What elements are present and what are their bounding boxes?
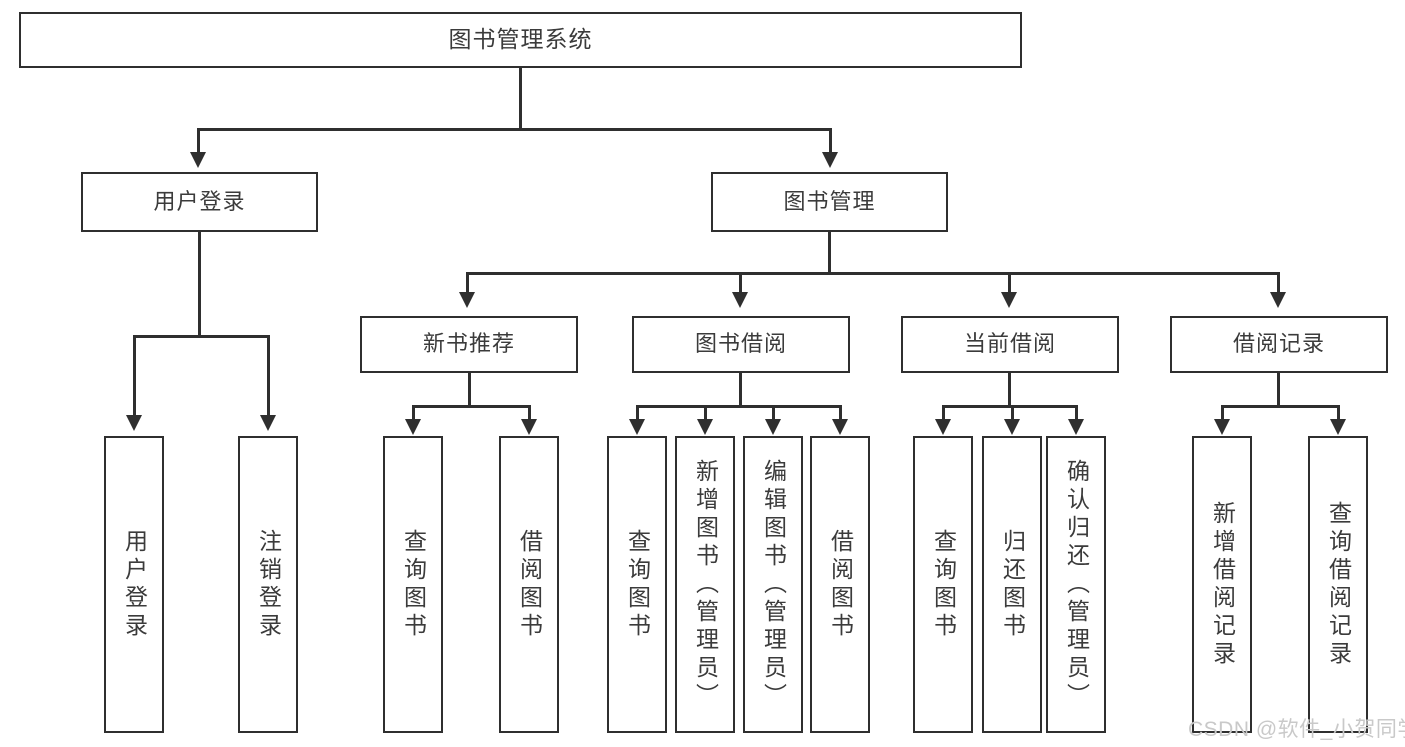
arrowhead-lvl2-2 [732,292,748,308]
connector-new-book-stem [468,373,471,408]
watermark-text: CSDN @软件_小贺同学 [1188,718,1405,741]
leaf-borrow-record-query-record[interactable]: 查询借阅记录 [1308,436,1368,733]
connector-root-to-book-mgmt [829,128,832,154]
connector-current-borrow-child-2 [1011,405,1014,421]
leaf-label: 确认归还（管理员） [1063,458,1090,711]
connector-new-book-bus [412,405,531,408]
connector-root-to-user-login [197,128,200,154]
connector-borrow-record-bus [1221,405,1340,408]
arrowhead-leaf-user-login-2 [260,415,276,431]
node-root-system[interactable]: 图书管理系统 [19,12,1022,68]
connector-current-borrow-child-3 [1075,405,1078,421]
connector-book-mgmt-to-lvl2-2 [739,272,742,294]
leaf-label: 查询图书 [930,528,957,641]
connector-book-mgmt-bus [466,272,1278,275]
leaf-new-book-query-book[interactable]: 查询图书 [383,436,443,733]
leaf-label: 查询借阅记录 [1325,500,1352,669]
arrowhead-lvl2-1 [459,292,475,308]
arrowhead-leaf-user-login-1 [126,415,142,431]
arrowhead-leaf-borrow-record-2 [1330,419,1346,435]
leaf-borrow-record-add-record[interactable]: 新增借阅记录 [1192,436,1252,733]
arrowhead-leaf-current-borrow-1 [935,419,951,435]
arrowhead-leaf-new-book-1 [405,419,421,435]
arrowhead-lvl2-4 [1270,292,1286,308]
connector-book-mgmt-to-lvl2-4 [1277,272,1280,294]
node-label: 图书管理系统 [448,26,593,53]
connector-root-stem [519,68,522,130]
node-label: 图书管理 [783,188,876,214]
connector-book-borrow-child-1 [636,405,639,421]
connector-borrow-record-child-1 [1221,405,1224,421]
arrowhead-leaf-book-borrow-1 [629,419,645,435]
arrowhead-book-mgmt [822,152,838,168]
leaf-current-borrow-query-book[interactable]: 查询图书 [913,436,973,733]
leaf-label: 新增借阅记录 [1209,500,1236,669]
arrowhead-lvl2-3 [1001,292,1017,308]
connector-book-borrow-stem [739,373,742,408]
arrowhead-leaf-book-borrow-4 [832,419,848,435]
arrowhead-leaf-borrow-record-1 [1214,419,1230,435]
connector-user-login-child-1 [133,335,136,417]
leaf-current-borrow-return-book[interactable]: 归还图书 [982,436,1042,733]
leaf-label: 归还图书 [999,528,1026,641]
arrowhead-leaf-new-book-2 [521,419,537,435]
node-label: 当前借阅 [963,331,1056,357]
connector-book-borrow-child-2 [704,405,707,421]
leaf-new-book-borrow-book[interactable]: 借阅图书 [499,436,559,733]
node-borrow-record[interactable]: 借阅记录 [1170,316,1388,373]
leaf-label: 编辑图书（管理员） [760,458,787,711]
leaf-label: 注销登录 [255,528,282,641]
leaf-book-borrow-query-book[interactable]: 查询图书 [607,436,667,733]
node-label: 借阅记录 [1232,331,1325,357]
node-label: 用户登录 [153,188,246,214]
connector-root-bus [197,128,832,131]
arrowhead-leaf-book-borrow-2 [697,419,713,435]
connector-user-login-bus [133,335,270,338]
leaf-label: 用户登录 [121,528,148,641]
arrowhead-leaf-book-borrow-3 [765,419,781,435]
arrowhead-leaf-current-borrow-2 [1004,419,1020,435]
leaf-current-borrow-confirm-return[interactable]: 确认归还（管理员） [1046,436,1106,733]
node-new-book-recommend[interactable]: 新书推荐 [360,316,578,373]
connector-current-borrow-bus [942,405,1078,408]
leaf-book-borrow-add-book[interactable]: 新增图书（管理员） [675,436,735,733]
leaf-label: 借阅图书 [516,528,543,641]
connector-new-book-child-1 [412,405,415,421]
connector-book-borrow-child-4 [839,405,842,421]
connector-book-mgmt-to-lvl2-1 [466,272,469,294]
leaf-label: 查询图书 [624,528,651,641]
arrowhead-leaf-current-borrow-3 [1068,419,1084,435]
connector-new-book-child-2 [528,405,531,421]
node-label: 图书借阅 [694,331,787,357]
node-label: 新书推荐 [422,331,515,357]
connector-book-borrow-bus [636,405,842,408]
leaf-book-borrow-edit-book[interactable]: 编辑图书（管理员） [743,436,803,733]
connector-current-borrow-stem [1008,373,1011,408]
connector-current-borrow-child-1 [942,405,945,421]
connector-borrow-record-stem [1277,373,1280,408]
connector-book-mgmt-to-lvl2-3 [1008,272,1011,294]
leaf-user-login-logout[interactable]: 注销登录 [238,436,298,733]
connector-book-borrow-child-3 [772,405,775,421]
node-user-login[interactable]: 用户登录 [81,172,318,232]
leaf-label: 借阅图书 [827,528,854,641]
connector-borrow-record-child-2 [1337,405,1340,421]
node-book-borrow[interactable]: 图书借阅 [632,316,850,373]
arrowhead-user-login [190,152,206,168]
leaf-book-borrow-borrow-book[interactable]: 借阅图书 [810,436,870,733]
leaf-label: 新增图书（管理员） [692,458,719,711]
connector-user-login-stem [198,232,201,338]
node-book-management[interactable]: 图书管理 [711,172,948,232]
leaf-label: 查询图书 [400,528,427,641]
node-current-borrow[interactable]: 当前借阅 [901,316,1119,373]
connector-book-mgmt-stem [828,232,831,274]
connector-user-login-child-2 [267,335,270,417]
leaf-user-login-login[interactable]: 用户登录 [104,436,164,733]
